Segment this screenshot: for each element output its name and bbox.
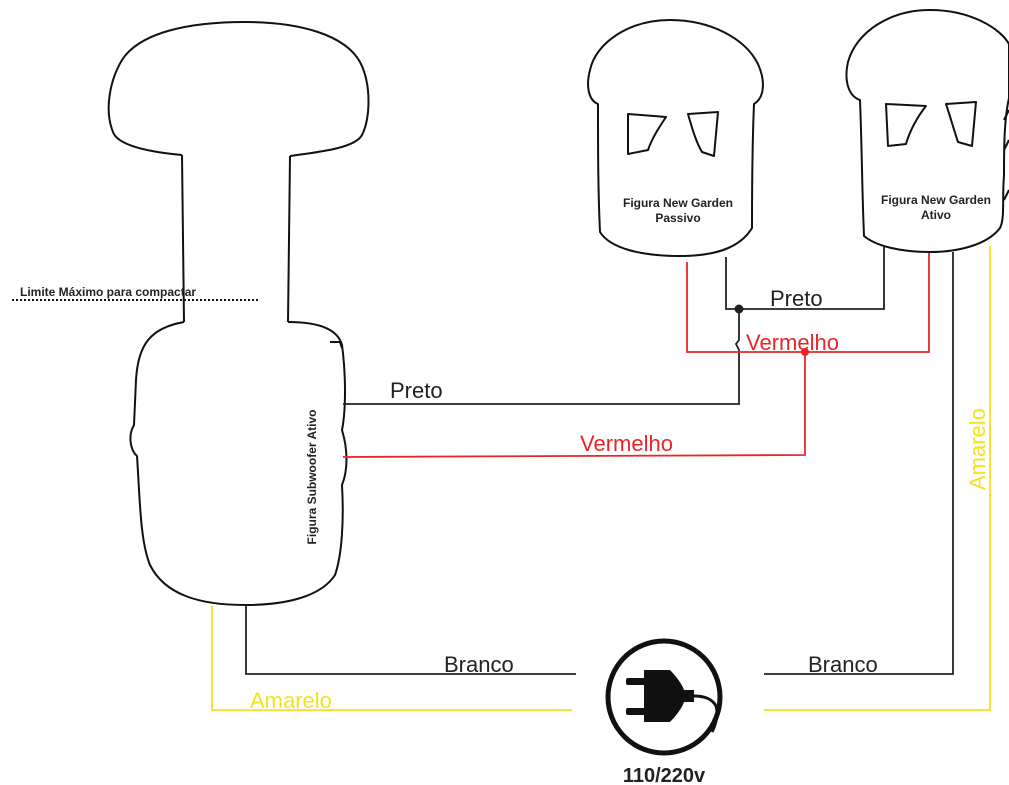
garden-active-side-mark <box>1003 109 1009 201</box>
preto-top-label: Preto <box>770 286 823 311</box>
subwoofer-figure <box>107 21 370 606</box>
wire-preto-top <box>725 246 885 310</box>
plug-ring <box>605 638 723 756</box>
garden-active-figure <box>845 9 1009 253</box>
garden-active-label-2: Ativo <box>921 208 951 222</box>
garden-passive-figure <box>587 19 764 257</box>
subwoofer-head <box>107 21 370 157</box>
subwoofer-label: Figura Subwoofer Ativo <box>305 410 319 545</box>
branco-right-label: Branco <box>808 652 878 677</box>
amarelo-right-label: Amarelo <box>965 408 990 490</box>
limit-label: Limite Máximo para compactar <box>20 285 196 299</box>
plug-body <box>626 670 694 722</box>
garden-passive-eye-left <box>627 113 667 155</box>
wire-preto-sub <box>343 309 740 405</box>
wire-amarelo-right <box>764 246 991 711</box>
garden-active-outline <box>845 9 1009 253</box>
wire-branco-left <box>245 606 576 675</box>
vermelho-junction-dot <box>801 348 809 356</box>
subwoofer-neck <box>181 154 291 323</box>
garden-active-eye-right <box>945 101 977 147</box>
garden-passive-eye-right <box>687 111 719 157</box>
preto-mid-label: Preto <box>390 378 443 403</box>
branco-left-label: Branco <box>444 652 514 677</box>
garden-passive-label-1: Figura New Garden <box>623 196 733 210</box>
voltage-label: 110/220v <box>623 765 706 785</box>
subwoofer-body <box>129 321 348 606</box>
vermelho-top-label: Vermelho <box>746 330 839 355</box>
garden-passive-label-2: Passivo <box>655 211 700 225</box>
subwoofer-clip <box>330 341 343 349</box>
power-plug-icon <box>605 638 723 756</box>
vermelho-mid-label: Vermelho <box>580 431 673 456</box>
wire-vermelho-sub <box>342 352 806 458</box>
wire-amarelo-left <box>211 606 572 711</box>
plug-cord <box>693 694 719 733</box>
amarelo-left-label: Amarelo <box>250 688 332 713</box>
wire-branco-right <box>764 252 954 675</box>
garden-active-eye-left <box>885 103 927 147</box>
garden-passive-outline <box>587 19 764 257</box>
preto-junction-dot <box>734 304 744 314</box>
garden-active-label-1: Figura New Garden <box>881 193 991 207</box>
